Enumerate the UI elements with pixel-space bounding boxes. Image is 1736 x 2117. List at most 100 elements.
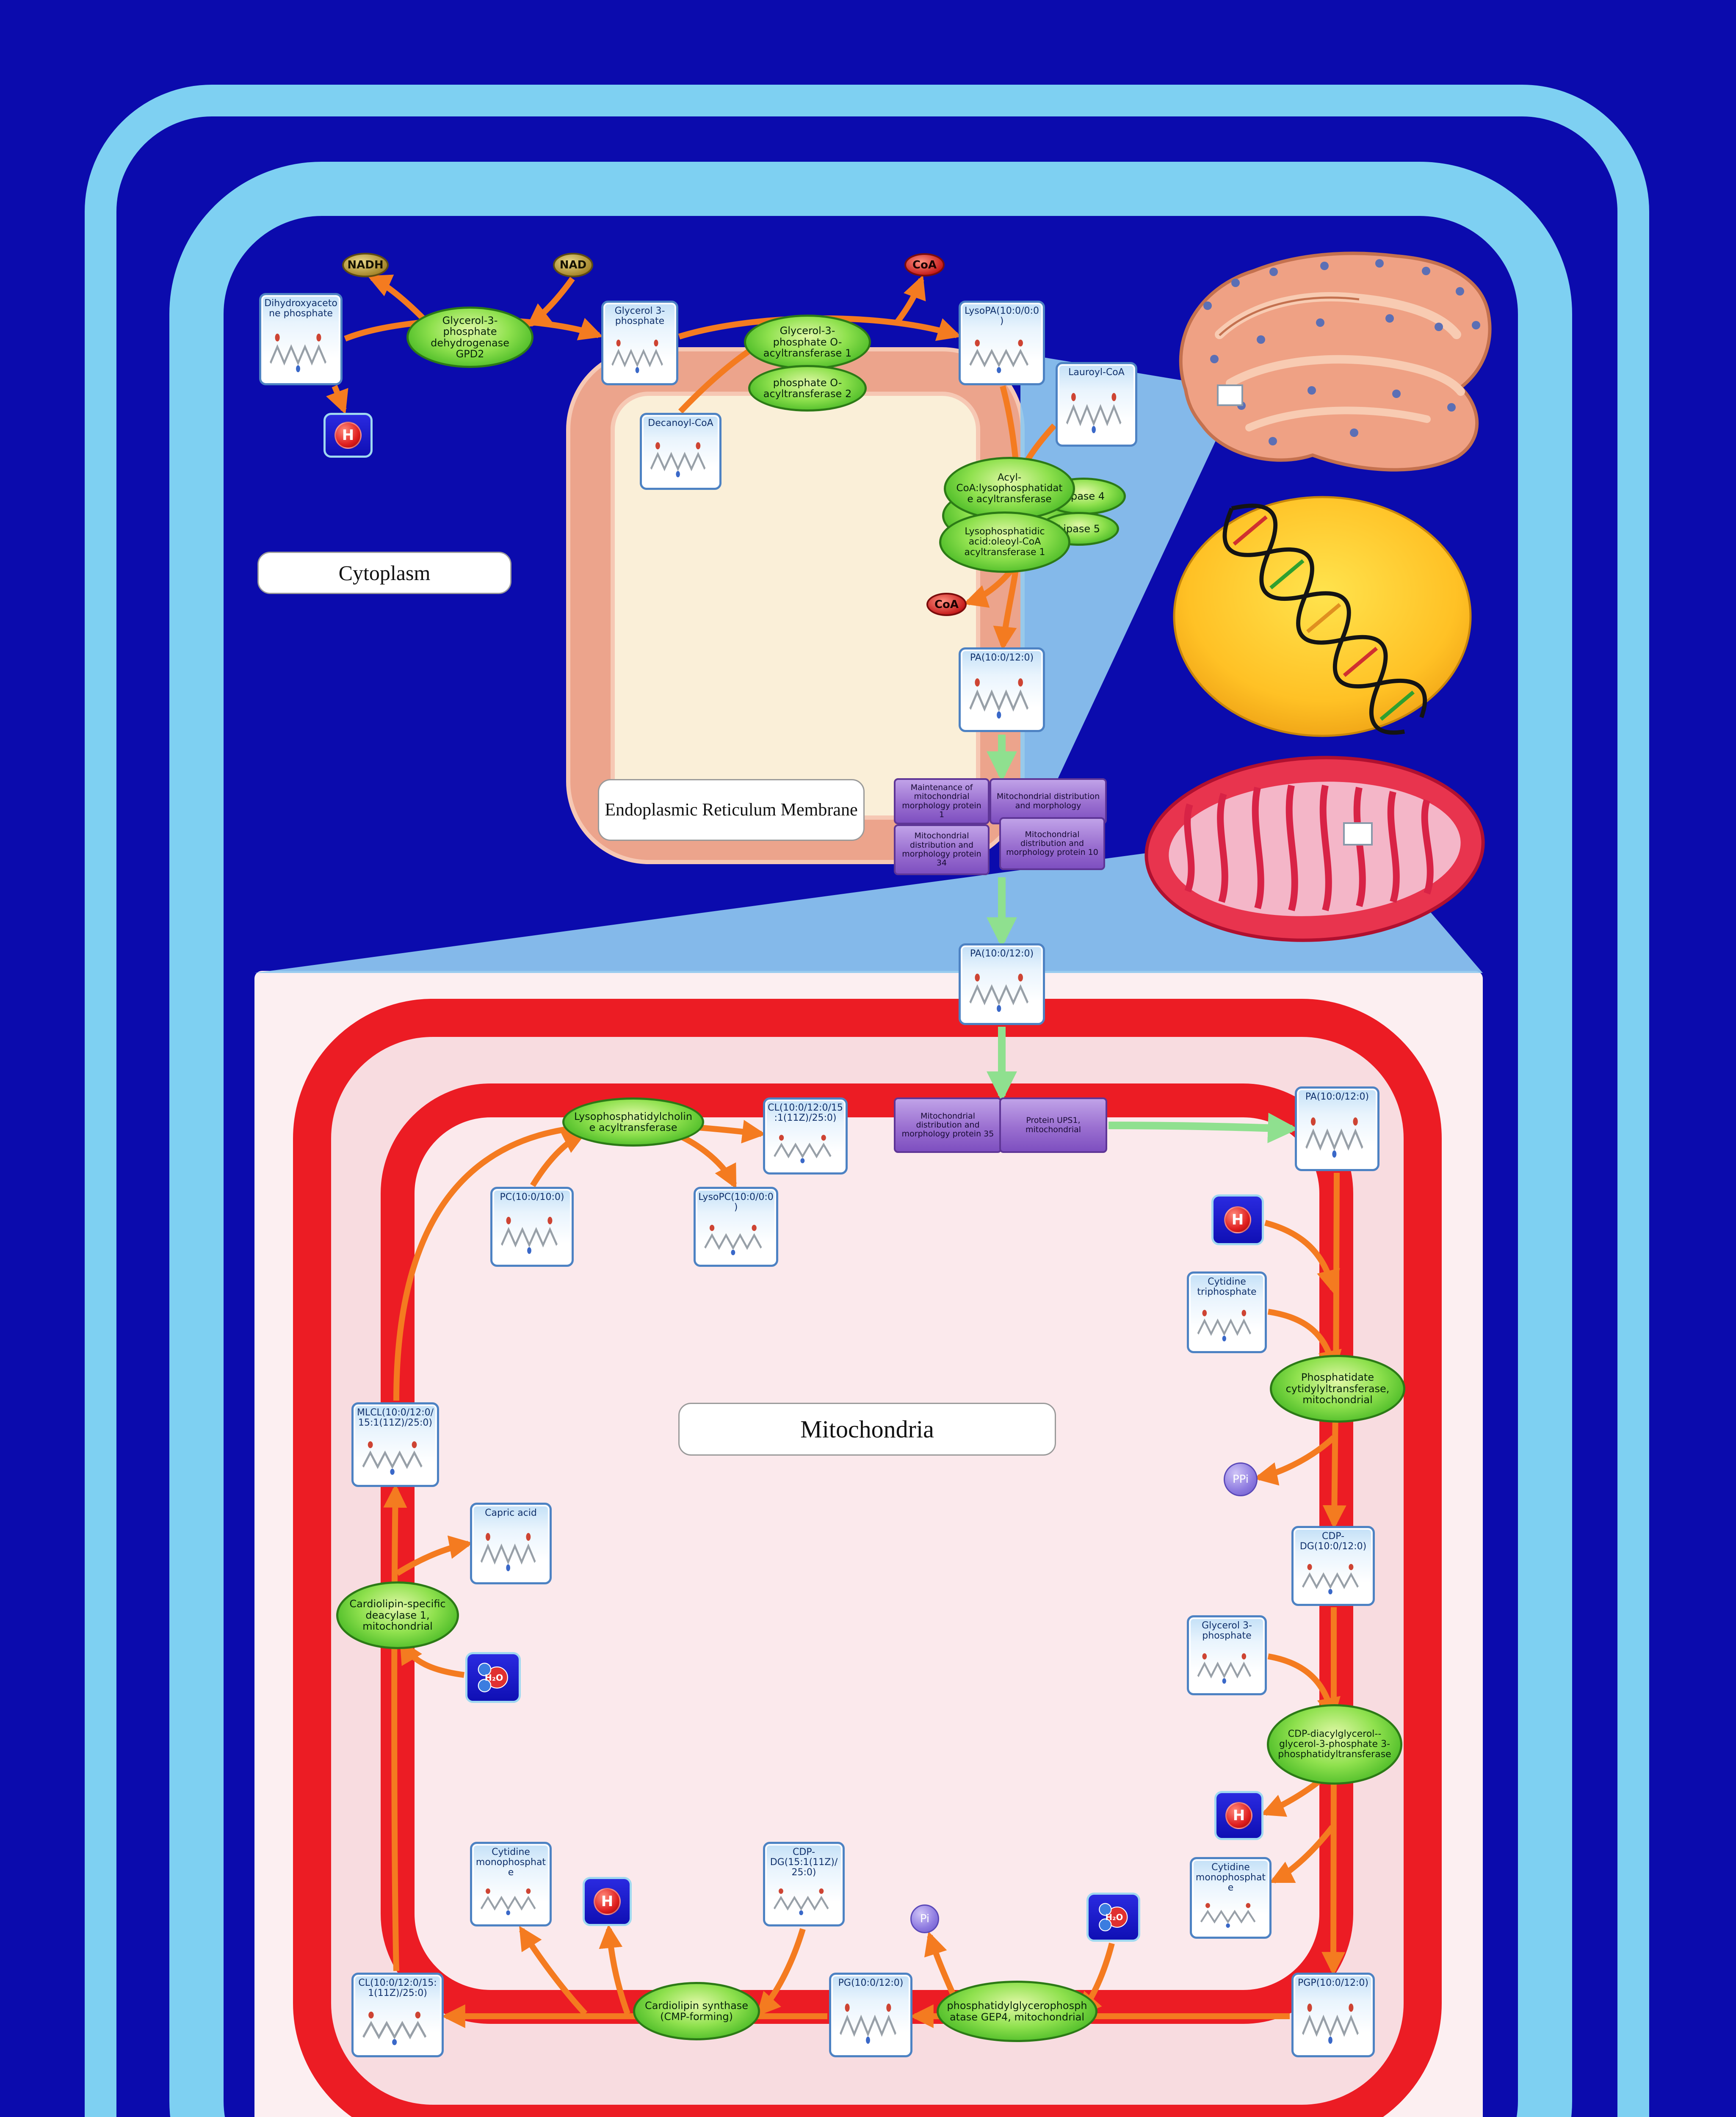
metabolite-cl-top[interactable]: CL(10:0/12:0/15:1(11Z)/25:0) bbox=[763, 1097, 848, 1175]
enzyme-label: Cardiolipin synthase (CMP-forming) bbox=[644, 1999, 749, 2023]
hydrogen-ion-icon: H bbox=[594, 1888, 621, 1915]
enzyme-label: CDP-diacylglycerol--glycerol-3-phosphate… bbox=[1278, 1728, 1391, 1760]
metabolite-label: CDP-DG(10:0/12:0) bbox=[1299, 1531, 1367, 1552]
metabolite-lysopa[interactable]: LysoPA(10:0/0:0) bbox=[959, 301, 1045, 385]
metabolite-label: Capric acid bbox=[485, 1508, 537, 1518]
cofactor-hydrogen-bottom[interactable]: H bbox=[583, 1877, 632, 1926]
metabolite-label: Decanoyl-CoA bbox=[648, 418, 713, 428]
chemical-structure-icon bbox=[1197, 1895, 1264, 1932]
cofactor-nadh[interactable]: NADH bbox=[342, 253, 389, 277]
hydrogen-label: H bbox=[342, 427, 354, 444]
metabolite-label: LysoPC(10:0/0:0) bbox=[698, 1192, 774, 1213]
hydrogen-ion-icon: H bbox=[334, 422, 362, 449]
metabolite-pa-intermembrane[interactable]: PA(10:0/12:0) bbox=[959, 943, 1045, 1025]
metabolite-label: PC(10:0/10:0) bbox=[500, 1192, 564, 1202]
enzyme-pgs1[interactable]: CDP-diacylglycerol--glycerol-3-phosphate… bbox=[1267, 1704, 1402, 1785]
coa-label: CoA bbox=[912, 258, 937, 271]
water-molecule-icon: H₂O bbox=[1098, 1903, 1128, 1932]
chemical-structure-icon bbox=[498, 1205, 567, 1260]
protein-mdm34[interactable]: Mitochondrial distribution and morpholog… bbox=[894, 824, 990, 875]
metabolite-label: PG(10:0/12:0) bbox=[838, 1978, 904, 1988]
chemical-structure-icon bbox=[836, 1991, 905, 2051]
metabolite-mlcl[interactable]: MLCL(10:0/12:0/15:1(11Z)/25:0) bbox=[351, 1402, 439, 1487]
water-molecule-icon: H₂O bbox=[478, 1663, 508, 1692]
metabolite-label: Glycerol 3-phosphate bbox=[1202, 1620, 1252, 1641]
chemical-structure-icon bbox=[1299, 1554, 1368, 1600]
metabolite-pc[interactable]: PC(10:0/10:0) bbox=[490, 1187, 574, 1267]
nad-label: NAD bbox=[559, 259, 587, 271]
metabolite-cmp-right[interactable]: Cytidine monophosphate bbox=[1190, 1857, 1272, 1939]
metabolite-lauroyl-coa[interactable]: Lauroyl-CoA bbox=[1056, 362, 1137, 447]
metabolite-label: PGP(10:0/12:0) bbox=[1298, 1978, 1368, 1988]
chemical-structure-icon bbox=[477, 1521, 545, 1578]
cofactor-coa-mid[interactable]: CoA bbox=[926, 593, 967, 616]
metabolite-cmp-left[interactable]: Cytidine monophosphate bbox=[470, 1842, 552, 1926]
metabolite-pgp[interactable]: PGP(10:0/12:0) bbox=[1291, 1973, 1375, 2057]
cofactor-coa-top[interactable]: CoA bbox=[904, 253, 945, 276]
chemical-structure-icon bbox=[966, 666, 1038, 726]
enzyme-lpcat[interactable]: Lysophosphatidylcholine acyltransferase bbox=[562, 1097, 704, 1147]
metabolite-g3p-mito[interactable]: Glycerol 3-phosphate bbox=[1187, 1615, 1267, 1695]
water-label: H₂O bbox=[484, 1672, 503, 1683]
er-membrane-label: Endoplasmic Reticulum Membrane bbox=[598, 779, 865, 841]
enzyme-gpat2[interactable]: phosphate O-acyltransferase 2 bbox=[748, 365, 867, 412]
enzyme-gpd2[interactable]: Glycerol-3-phosphate dehydrogenase GPD2 bbox=[406, 307, 534, 368]
enzyme-lipase5[interactable]: Lipase 5 bbox=[1039, 512, 1119, 546]
hydrogen-label: H bbox=[601, 1893, 614, 1910]
metabolite-pa-er[interactable]: PA(10:0/12:0) bbox=[959, 647, 1045, 732]
metabolite-cdpdg-2[interactable]: CDP-DG(15:1(11Z)/25:0) bbox=[763, 1842, 845, 1926]
metabolite-pg[interactable]: PG(10:0/12:0) bbox=[829, 1973, 912, 2057]
chemical-structure-icon bbox=[770, 1880, 838, 1920]
metabolite-pa-mito[interactable]: PA(10:0/12:0) bbox=[1295, 1086, 1379, 1171]
metabolite-label: Cytidine monophosphate bbox=[1195, 1862, 1266, 1893]
protein-label: Maintenance of mitochondrial morphology … bbox=[902, 782, 981, 819]
chemical-structure-icon bbox=[266, 321, 335, 379]
metabolite-label: LysoPA(10:0/0:0) bbox=[965, 306, 1039, 326]
enzyme-label: Cardiolipin-specific deacylase 1, mitoch… bbox=[349, 1598, 446, 1633]
hydrogen-ion-icon: H bbox=[1224, 1206, 1251, 1233]
coa-label: CoA bbox=[934, 598, 959, 611]
metabolite-label: CDP-DG(15:1(11Z)/25:0) bbox=[770, 1847, 838, 1878]
enzyme-acyl-coa-lysophosphatidate-acyltransferase[interactable]: Acyl-CoA:lysophosphatidate acyltransfera… bbox=[944, 457, 1075, 520]
cofactor-water-bottom[interactable]: H₂O bbox=[1086, 1893, 1140, 1942]
hydrogen-label: H bbox=[1231, 1211, 1244, 1228]
metabolite-lysopc[interactable]: LysoPC(10:0/0:0) bbox=[694, 1187, 778, 1267]
cytoplasm-label-text: Cytoplasm bbox=[338, 561, 431, 585]
protein-mdm10[interactable]: Mitochondrial distribution and morpholog… bbox=[999, 817, 1105, 870]
enzyme-cardiolipin-synthase[interactable]: Cardiolipin synthase (CMP-forming) bbox=[633, 1982, 760, 2040]
cofactor-hydrogen-right-lower[interactable]: H bbox=[1214, 1791, 1263, 1840]
metabolite-cl-bottom[interactable]: CL(10:0/12:0/15:1(11Z)/25:0) bbox=[351, 1973, 444, 2057]
metabolite-dhap[interactable]: Dihydroxyacetone phosphate bbox=[259, 293, 343, 385]
enzyme-label: phosphatidylglycerophosphatase GEP4, mit… bbox=[947, 2000, 1087, 2023]
enzyme-phosphatidate-cytidylyltransferase[interactable]: Phosphatidate cytidylyltransferase, mito… bbox=[1270, 1355, 1405, 1423]
metabolite-cdpdg-1[interactable]: CDP-DG(10:0/12:0) bbox=[1291, 1526, 1375, 1606]
enzyme-label: phosphate O-acyltransferase 2 bbox=[763, 376, 852, 400]
protein-label: Mitochondrial distribution and morpholog… bbox=[1006, 829, 1098, 857]
metabolite-capric-acid[interactable]: Capric acid bbox=[470, 1503, 552, 1584]
cofactor-pi[interactable]: Pi bbox=[910, 1904, 939, 1933]
enzyme-cardiolipin-deacylase[interactable]: Cardiolipin-specific deacylase 1, mitoch… bbox=[336, 1581, 459, 1649]
cofactor-nad[interactable]: NAD bbox=[553, 253, 593, 277]
protein-mdm35[interactable]: Mitochondrial distribution and morpholog… bbox=[894, 1097, 1002, 1153]
chemical-structure-icon bbox=[359, 1431, 432, 1481]
protein-mmm1[interactable]: Maintenance of mitochondrial morphology … bbox=[894, 778, 990, 824]
metabolite-decanoyl-coa[interactable]: Decanoyl-CoA bbox=[640, 413, 721, 490]
cofactor-hydrogen-right-upper[interactable]: H bbox=[1211, 1194, 1264, 1245]
enzyme-gpat1[interactable]: Glycerol-3-phosphate O-acyltransferase 1 bbox=[744, 315, 871, 370]
metabolite-ctp[interactable]: Cytidine triphosphate bbox=[1187, 1271, 1267, 1353]
enzyme-label: Glycerol-3-phosphate dehydrogenase GPD2 bbox=[431, 314, 509, 360]
cofactor-water-left[interactable]: H₂O bbox=[465, 1652, 521, 1703]
metabolite-g3p[interactable]: Glycerol 3-phosphate bbox=[601, 301, 678, 385]
cofactor-ppi[interactable]: PPi bbox=[1224, 1462, 1258, 1496]
metabolite-label: Glycerol 3-phosphate bbox=[614, 306, 665, 326]
enzyme-lpaoat1[interactable]: Lysophosphatidic acid:oleoyl-CoA acyltra… bbox=[939, 511, 1070, 573]
metabolite-label: PA(10:0/12:0) bbox=[970, 948, 1034, 959]
enzyme-gep4[interactable]: phosphatidylglycerophosphatase GEP4, mit… bbox=[937, 1981, 1097, 2042]
protein-ups1[interactable]: Protein UPS1, mitochondrial bbox=[999, 1097, 1107, 1153]
metabolite-label: Cytidine triphosphate bbox=[1197, 1277, 1257, 1297]
chemical-structure-icon bbox=[1299, 1991, 1368, 2051]
cofactor-hydrogen-cytoplasm[interactable]: H bbox=[323, 413, 373, 458]
metabolite-label: CL(10:0/12:0/15:1(11Z)/25:0) bbox=[358, 1978, 437, 1998]
metabolite-label: Dihydroxyacetone phosphate bbox=[264, 298, 337, 319]
